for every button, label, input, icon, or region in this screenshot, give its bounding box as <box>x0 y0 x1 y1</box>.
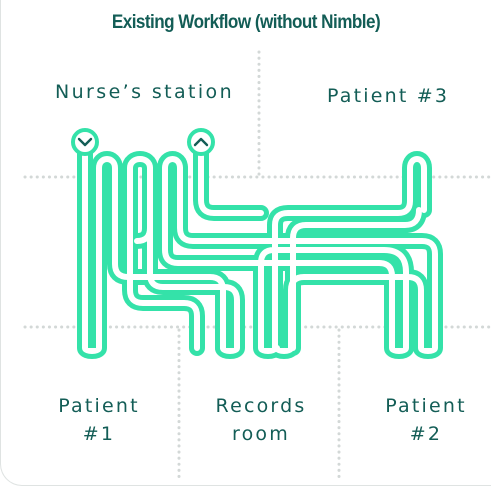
path-core-3 <box>162 156 427 354</box>
chevron-up-icon <box>187 128 215 156</box>
patient-1-label: Patient #1 <box>24 392 174 448</box>
path-core-4 <box>177 140 438 354</box>
patient-2-label: Patient #2 <box>351 392 492 448</box>
records-room-label-line1: Records <box>215 395 307 417</box>
path-core-1 <box>82 140 226 354</box>
patient-2-label-line1: Patient <box>385 395 467 417</box>
patient-1-label-line2: #1 <box>82 423 116 445</box>
patient-2-label-line2: #2 <box>409 423 443 445</box>
patient-3-label: Patient #3 <box>327 85 450 107</box>
records-room-label: Records room <box>186 392 336 448</box>
records-room-label-line2: room <box>232 423 290 445</box>
path-core-5 <box>134 156 183 244</box>
nurse-station-label: Nurse’s station <box>55 81 235 103</box>
chevron-down-icon <box>71 128 99 156</box>
walking-paths <box>77 135 443 359</box>
diagram-title: Existing Workflow (without Nimble) <box>111 12 381 33</box>
patient-1-label-line1: Patient <box>58 395 140 417</box>
